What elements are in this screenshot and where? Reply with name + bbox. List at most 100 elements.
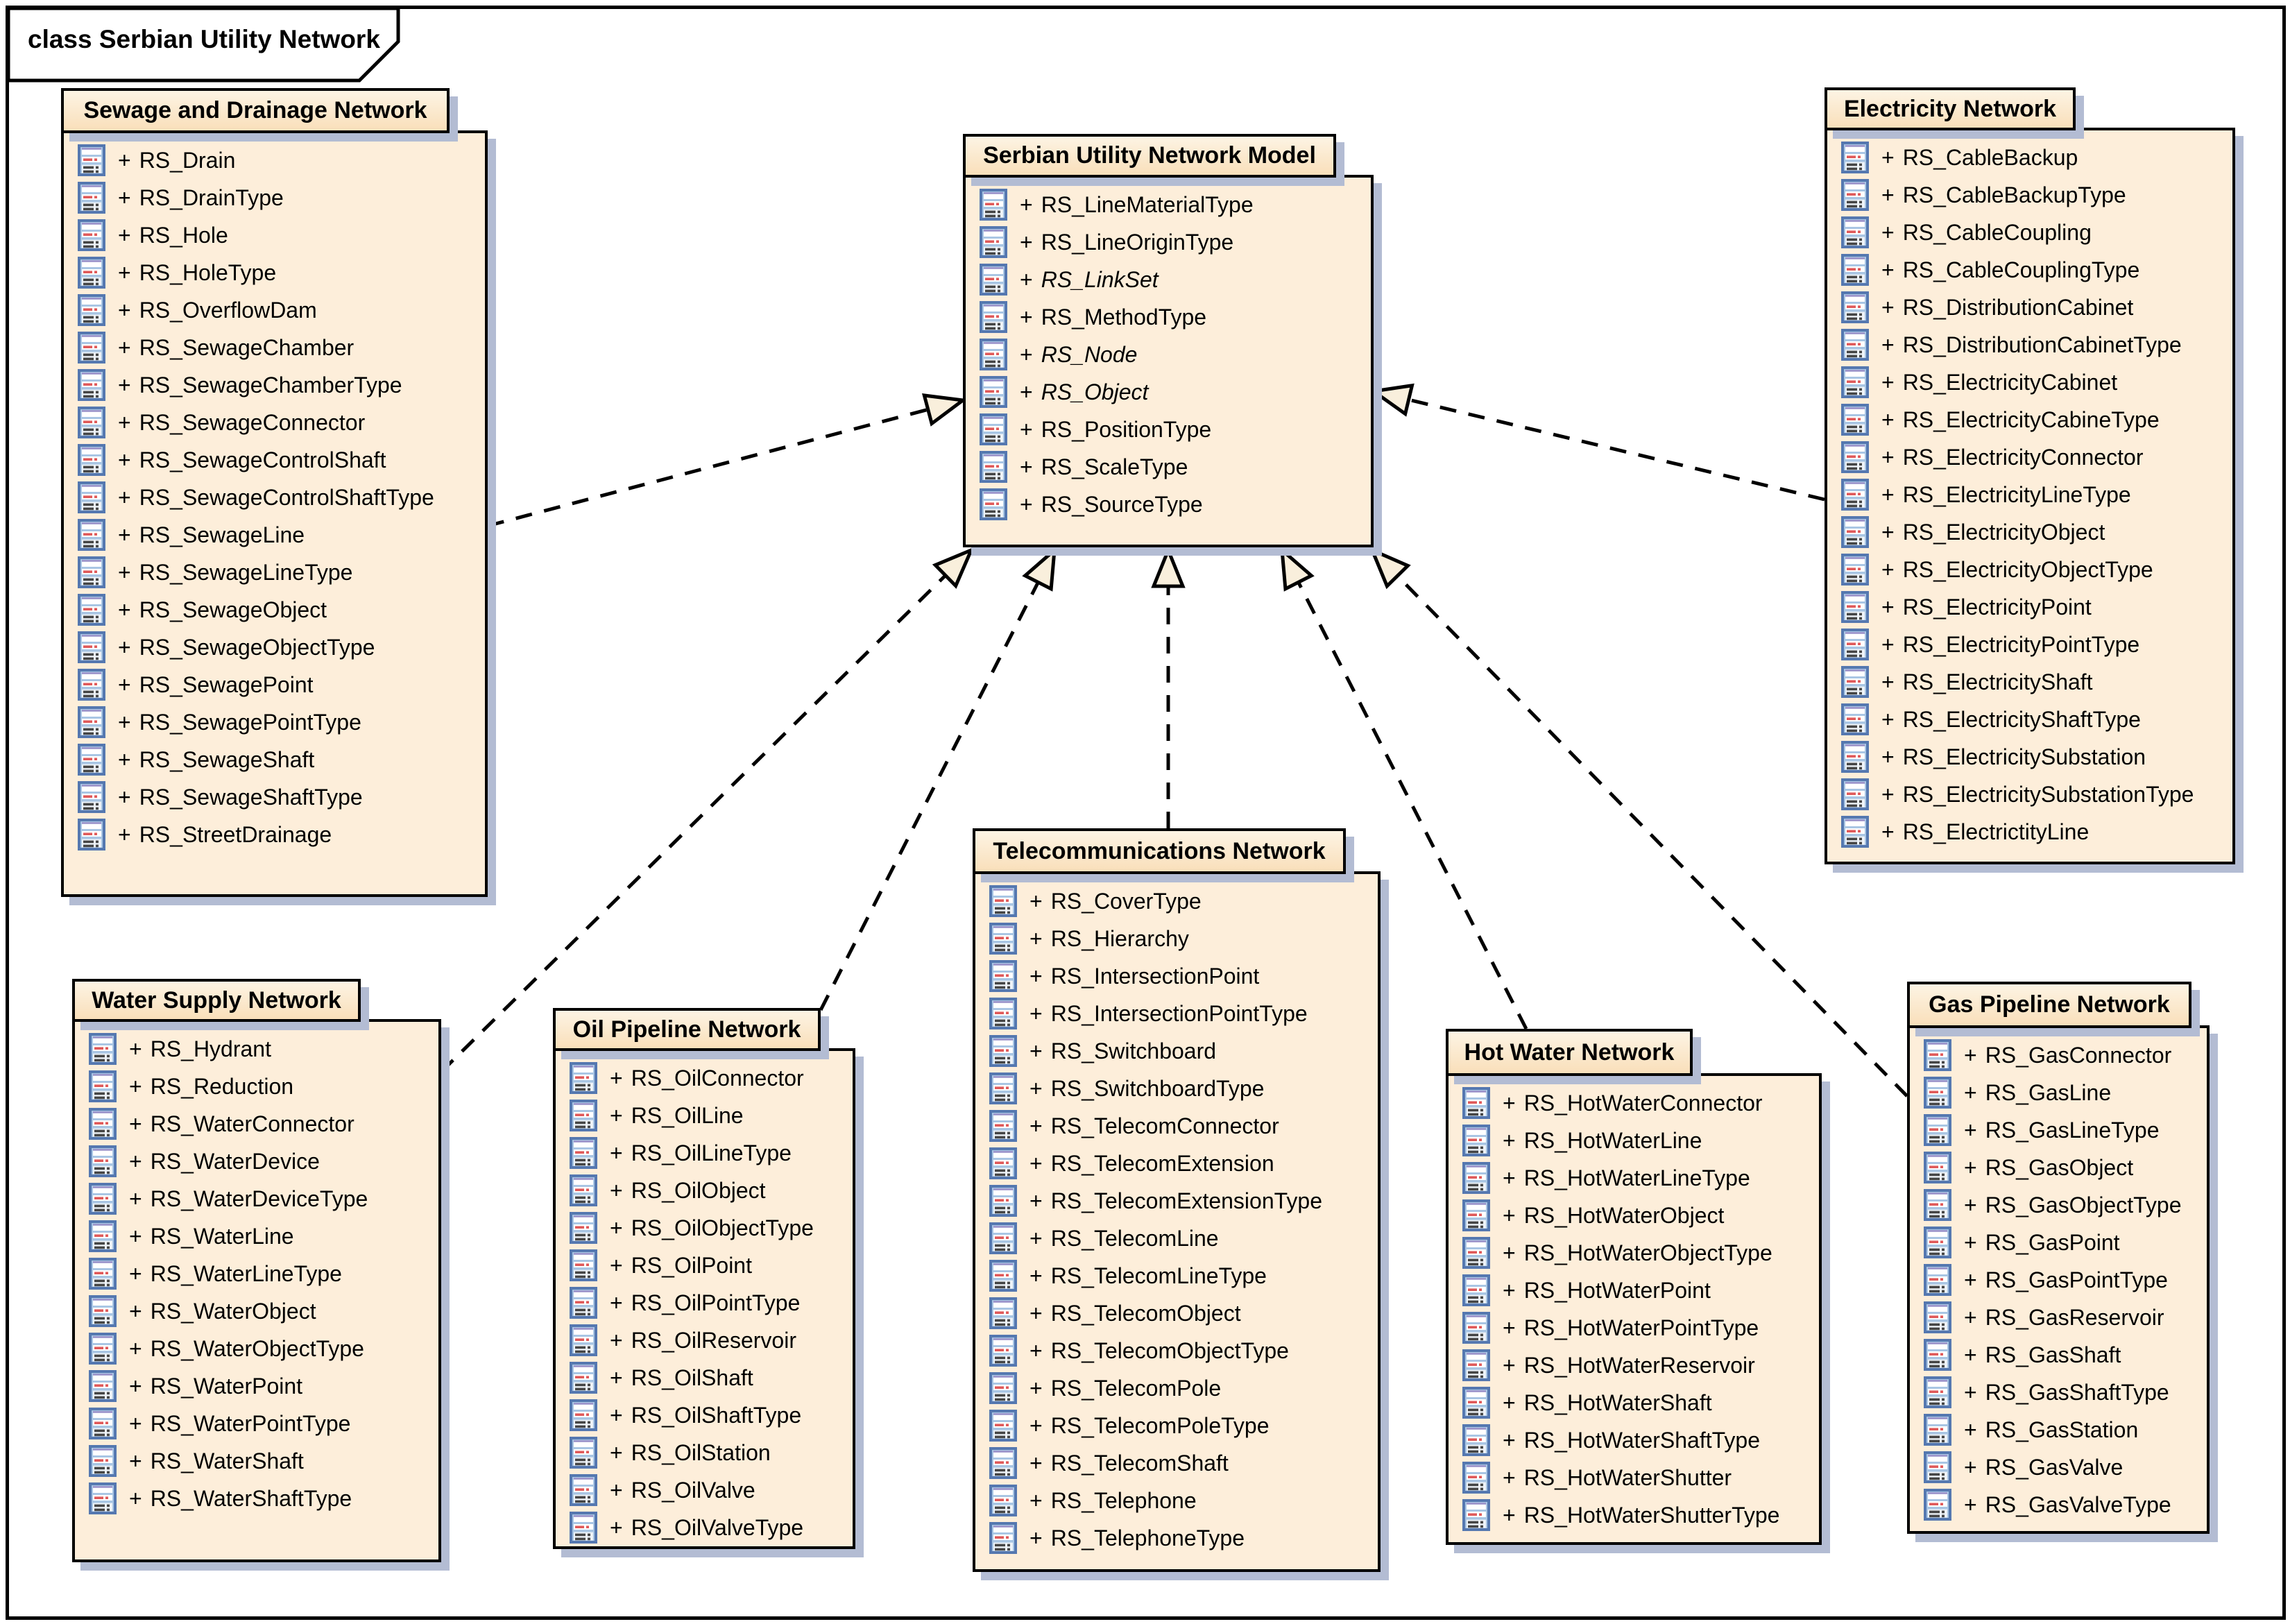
class-item[interactable]: +RS_StreetDrainage xyxy=(64,816,485,853)
class-item[interactable]: +RS_Hierarchy xyxy=(975,920,1378,957)
class-item[interactable]: +RS_WaterPointType xyxy=(75,1405,438,1442)
class-item[interactable]: +RS_SewageChamberType xyxy=(64,366,485,404)
class-item[interactable]: +RS_ElectricityObjectType xyxy=(1827,551,2232,588)
class-item[interactable]: +RS_ElectricityLineType xyxy=(1827,476,2232,513)
class-item[interactable]: +RS_Hydrant xyxy=(75,1030,438,1068)
class-item[interactable]: +RS_SewageControlShaft xyxy=(64,441,485,479)
class-item[interactable]: +RS_PositionType xyxy=(966,411,1371,448)
class-item[interactable]: +RS_TelecomConnector xyxy=(975,1107,1378,1145)
class-item[interactable]: +RS_OilValveType xyxy=(556,1509,853,1546)
class-item[interactable]: +RS_OilPointType xyxy=(556,1284,853,1322)
class-item[interactable]: +RS_HotWaterObject xyxy=(1449,1197,1819,1234)
class-item[interactable]: +RS_OilStation xyxy=(556,1434,853,1471)
class-item[interactable]: +RS_CableCoupling xyxy=(1827,214,2232,251)
class-item[interactable]: +RS_HotWaterLine xyxy=(1449,1122,1819,1159)
class-item[interactable]: +RS_IntersectionPoint xyxy=(975,957,1378,995)
class-item[interactable]: +RS_HotWaterReservoir xyxy=(1449,1347,1819,1384)
class-box-body-oil[interactable]: +RS_OilConnector+RS_OilLine+RS_OilLineTy… xyxy=(553,1048,855,1549)
class-box-body-gas[interactable]: +RS_GasConnector+RS_GasLine+RS_GasLineTy… xyxy=(1907,1025,2210,1534)
class-item[interactable]: +RS_SewagePointType xyxy=(64,703,485,741)
class-item[interactable]: +RS_TelecomExtension xyxy=(975,1145,1378,1182)
class-item[interactable]: +RS_HotWaterPointType xyxy=(1449,1309,1819,1347)
class-item[interactable]: +RS_TelecomLineType xyxy=(975,1257,1378,1294)
class-item[interactable]: +RS_ElectricityPointType xyxy=(1827,626,2232,663)
class-item[interactable]: +RS_WaterConnector xyxy=(75,1105,438,1143)
class-item[interactable]: +RS_GasPointType xyxy=(1910,1261,2207,1299)
class-item[interactable]: +RS_IntersectionPointType xyxy=(975,995,1378,1032)
class-item[interactable]: +RS_HoleType xyxy=(64,254,485,291)
class-item[interactable]: +RS_TelecomObject xyxy=(975,1294,1378,1332)
class-box-header-oil[interactable]: Oil Pipeline Network xyxy=(553,1008,821,1051)
class-item[interactable]: +RS_GasValve xyxy=(1910,1448,2207,1486)
class-item[interactable]: +RS_DistributionCabinet xyxy=(1827,289,2232,326)
class-item[interactable]: +RS_TelecomPoleType xyxy=(975,1407,1378,1444)
class-item[interactable]: +RS_GasReservoir xyxy=(1910,1299,2207,1336)
class-item[interactable]: +RS_OilObject xyxy=(556,1172,853,1209)
class-item[interactable]: +RS_ElectricityObject xyxy=(1827,513,2232,551)
class-item[interactable]: +RS_GasShaft xyxy=(1910,1336,2207,1374)
class-item[interactable]: +RS_TelephoneType xyxy=(975,1519,1378,1557)
class-item[interactable]: +RS_WaterPoint xyxy=(75,1367,438,1405)
class-item[interactable]: +RS_SewageControlShaftType xyxy=(64,479,485,516)
class-item[interactable]: +RS_Object xyxy=(966,373,1371,411)
class-box-header-electricity[interactable]: Electricity Network xyxy=(1825,87,2076,130)
class-item[interactable]: +RS_HotWaterLineType xyxy=(1449,1159,1819,1197)
class-item[interactable]: +RS_SewageShaft xyxy=(64,741,485,778)
class-item[interactable]: +RS_WaterShaft xyxy=(75,1442,438,1480)
class-item[interactable]: +RS_CableCouplingType xyxy=(1827,251,2232,289)
class-item[interactable]: +RS_TelecomPole xyxy=(975,1369,1378,1407)
class-item[interactable]: +RS_GasLineType xyxy=(1910,1111,2207,1149)
class-item[interactable]: +RS_LinkSet xyxy=(966,261,1371,298)
class-item[interactable]: +RS_GasPoint xyxy=(1910,1224,2207,1261)
class-item[interactable]: +RS_Node xyxy=(966,336,1371,373)
class-item[interactable]: +RS_GasObjectType xyxy=(1910,1186,2207,1224)
class-box-header-model[interactable]: Serbian Utility Network Model xyxy=(963,134,1336,178)
class-box-body-electricity[interactable]: +RS_CableBackup+RS_CableBackupType+RS_Ca… xyxy=(1825,128,2235,864)
class-item[interactable]: +RS_HotWaterShaft xyxy=(1449,1384,1819,1421)
class-item[interactable]: +RS_SewageShaftType xyxy=(64,778,485,816)
class-item[interactable]: +RS_GasObject xyxy=(1910,1149,2207,1186)
class-box-header-water[interactable]: Water Supply Network xyxy=(72,979,361,1022)
class-item[interactable]: +RS_ElectricityConnector xyxy=(1827,438,2232,476)
class-item[interactable]: +RS_GasLine xyxy=(1910,1074,2207,1111)
class-item[interactable]: +RS_WaterDeviceType xyxy=(75,1180,438,1217)
class-item[interactable]: +RS_HotWaterShutter xyxy=(1449,1459,1819,1496)
class-item[interactable]: +RS_OilPoint xyxy=(556,1247,853,1284)
class-item[interactable]: +RS_GasStation xyxy=(1910,1411,2207,1448)
class-item[interactable]: +RS_CableBackup xyxy=(1827,139,2232,176)
class-item[interactable]: +RS_OilValve xyxy=(556,1471,853,1509)
class-item[interactable]: +RS_OilLineType xyxy=(556,1134,853,1172)
class-item[interactable]: +RS_Drain xyxy=(64,142,485,179)
class-box-body-telecom[interactable]: +RS_CoverType+RS_Hierarchy+RS_Intersecti… xyxy=(973,871,1381,1572)
class-item[interactable]: +RS_OilReservoir xyxy=(556,1322,853,1359)
class-item[interactable]: +RS_TelecomLine xyxy=(975,1220,1378,1257)
class-item[interactable]: +RS_DrainType xyxy=(64,179,485,216)
class-item[interactable]: +RS_ElectricitySubstation xyxy=(1827,738,2232,776)
class-item[interactable]: +RS_WaterShaftType xyxy=(75,1480,438,1517)
class-item[interactable]: +RS_OilLine xyxy=(556,1097,853,1134)
class-item[interactable]: +RS_WaterDevice xyxy=(75,1143,438,1180)
class-item[interactable]: +RS_SewageLineType xyxy=(64,554,485,591)
class-box-header-sewage[interactable]: Sewage and Drainage Network xyxy=(61,88,450,133)
class-item[interactable]: +RS_ElectricityShaftType xyxy=(1827,701,2232,738)
class-item[interactable]: +RS_TelecomObjectType xyxy=(975,1332,1378,1369)
class-item[interactable]: +RS_WaterLine xyxy=(75,1217,438,1255)
class-item[interactable]: +RS_ScaleType xyxy=(966,448,1371,486)
class-item[interactable]: +RS_ElectricityPoint xyxy=(1827,588,2232,626)
class-item[interactable]: +RS_OverflowDam xyxy=(64,291,485,329)
class-box-body-model[interactable]: +RS_LineMaterialType+RS_LineOriginType+R… xyxy=(963,175,1374,547)
class-item[interactable]: +RS_SewageLine xyxy=(64,516,485,554)
class-item[interactable]: +RS_SewagePoint xyxy=(64,666,485,703)
class-box-header-hotwater[interactable]: Hot Water Network xyxy=(1446,1029,1693,1076)
class-item[interactable]: +RS_GasValveType xyxy=(1910,1486,2207,1523)
class-item[interactable]: +RS_TelecomShaft xyxy=(975,1444,1378,1482)
class-item[interactable]: +RS_ElectricityShaft xyxy=(1827,663,2232,701)
class-item[interactable]: +RS_MethodType xyxy=(966,298,1371,336)
class-item[interactable]: +RS_ElectricitySubstationType xyxy=(1827,776,2232,813)
class-item[interactable]: +RS_SwitchboardType xyxy=(975,1070,1378,1107)
class-item[interactable]: +RS_ElectricityCabineType xyxy=(1827,401,2232,438)
class-item[interactable]: +RS_DistributionCabinetType xyxy=(1827,326,2232,364)
class-item[interactable]: +RS_GasShaftType xyxy=(1910,1374,2207,1411)
class-item[interactable]: +RS_Telephone xyxy=(975,1482,1378,1519)
class-item[interactable]: +RS_OilShaftType xyxy=(556,1396,853,1434)
